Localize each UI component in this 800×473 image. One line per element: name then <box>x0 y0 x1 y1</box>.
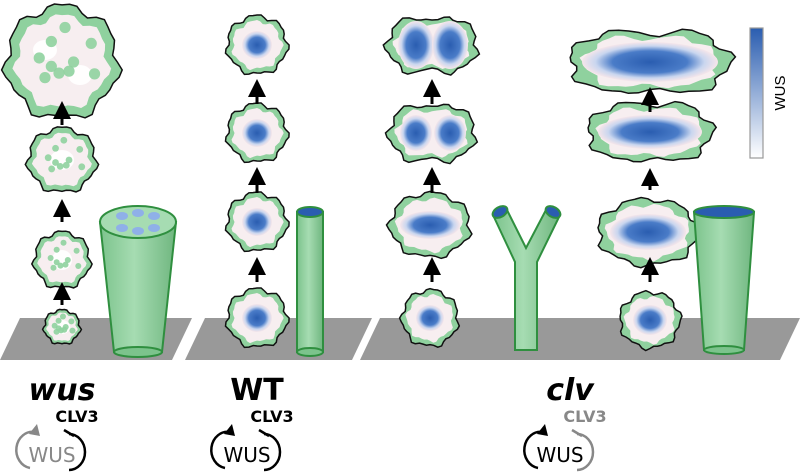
clv3-gene-label: CLV3 <box>250 407 293 426</box>
legend-label: WUS <box>772 76 789 111</box>
tissue-wus-1 <box>0 3 124 119</box>
tissue-clv-b4 <box>619 289 683 352</box>
wus-gene-label: WUS <box>223 443 270 467</box>
regulatory-loop: WUS CLV3 <box>210 407 294 472</box>
label-wt: WT <box>230 373 284 408</box>
clv3-repression-icon <box>68 432 87 472</box>
clv3-gene-label: CLV3 <box>563 407 606 426</box>
stem-wus-fasciated <box>98 205 178 358</box>
wus-gene-label: WUS <box>28 443 75 467</box>
tissue-clv-a2 <box>384 103 479 165</box>
wus-gene-label: WUS <box>536 443 583 467</box>
tissue-clv-b3 <box>597 196 703 269</box>
stem-clv-fasciated <box>692 205 756 355</box>
regulatory-loop: WUS CLV3 <box>15 407 99 472</box>
tissue-wt-2 <box>224 102 290 164</box>
tissue-wus-4 <box>41 308 83 345</box>
tissue-wus-3 <box>30 230 93 289</box>
platform-clv <box>360 318 800 360</box>
clv3-repression-icon <box>263 432 282 472</box>
tissue-wt-4 <box>224 287 290 349</box>
clv3-repression-icon <box>576 432 595 472</box>
wus-self-activation-icon <box>523 430 544 470</box>
tissue-wt-3 <box>224 191 290 253</box>
tissue-clv-a1 <box>382 16 481 76</box>
clv3-gene-label: CLV3 <box>55 407 98 426</box>
tissue-clv-b2 <box>587 100 718 163</box>
wus-self-activation-icon <box>210 430 231 470</box>
tissue-clv-a4 <box>398 287 461 349</box>
wus-self-activation-icon <box>15 430 36 470</box>
color-legend: WUS <box>749 27 789 159</box>
label-wus: wus <box>29 373 96 408</box>
tissue-wt-1 <box>224 14 290 76</box>
regulatory-loop: WUS CLV3 <box>523 407 607 472</box>
tissue-clv-b1 <box>569 28 737 95</box>
stem-clv-branched <box>491 205 562 351</box>
tissue-clv-a3 <box>385 190 473 260</box>
label-clv: clv <box>546 373 595 408</box>
stem-wt <box>296 206 324 357</box>
tissue-wus-2 <box>24 126 100 193</box>
